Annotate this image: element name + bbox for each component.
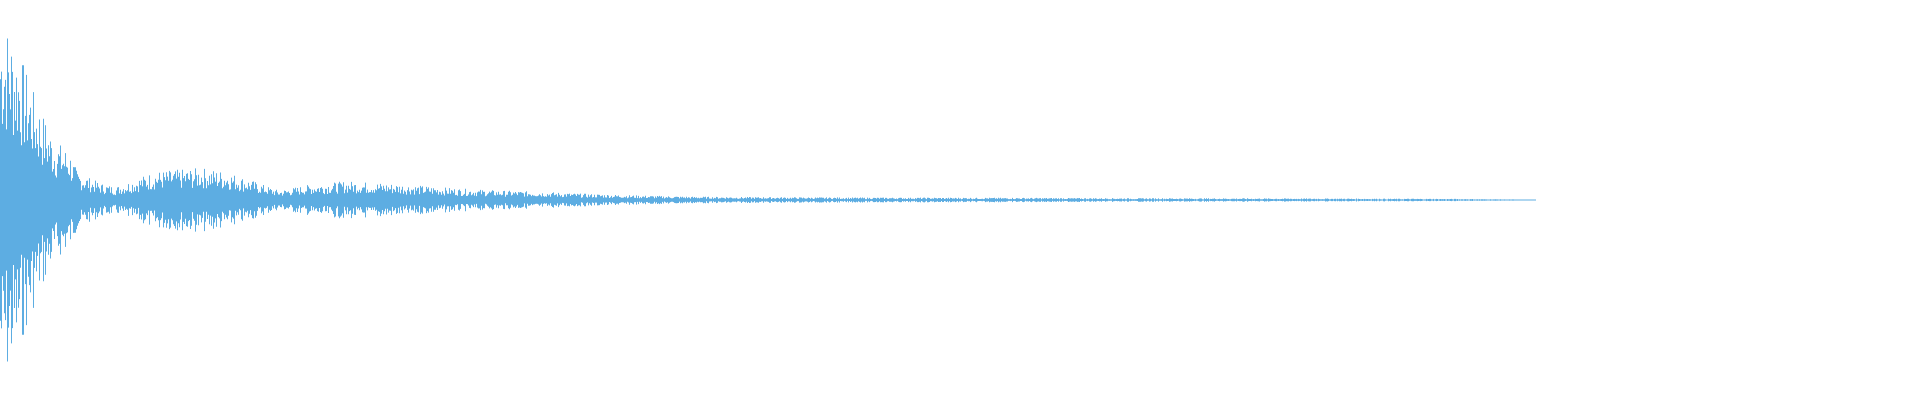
waveform-bars: [0, 38, 1536, 362]
